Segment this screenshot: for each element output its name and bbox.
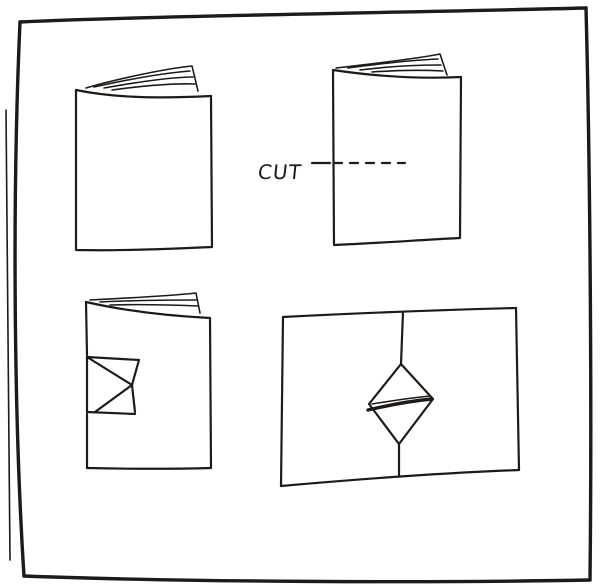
cut-label: CUT <box>256 160 304 184</box>
outer-frame <box>5 6 593 584</box>
step-2-cut-booklet <box>310 53 463 247</box>
step-1-folded-booklet <box>74 65 214 252</box>
step-3-notched-booklet <box>84 292 213 470</box>
step-4-opened-spread <box>279 306 521 488</box>
